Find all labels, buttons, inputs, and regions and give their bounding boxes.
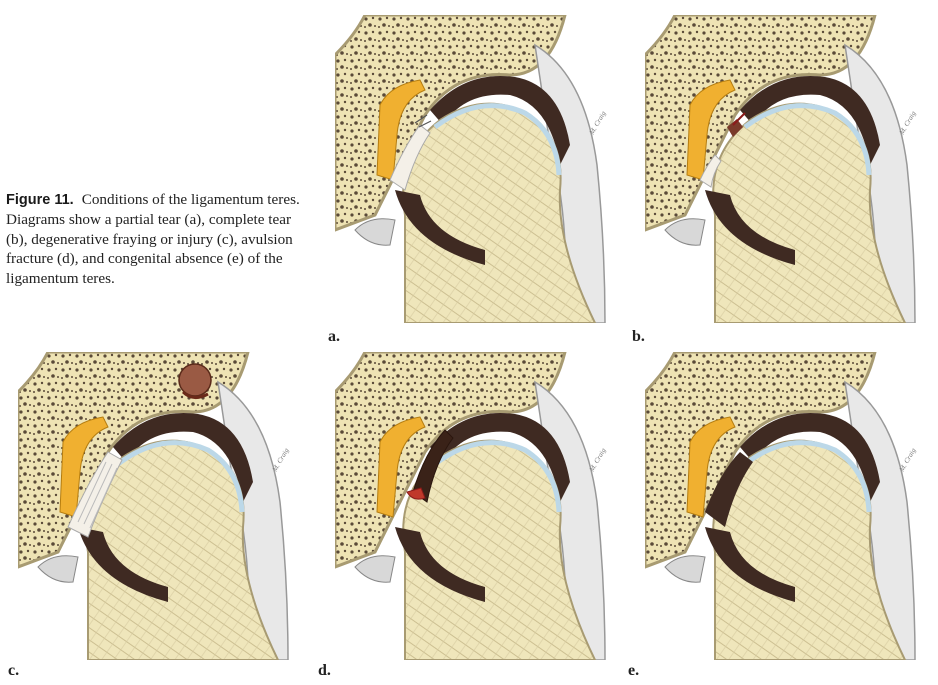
panel-e: M. Craig — [645, 352, 936, 660]
panel-a: M. Craig — [335, 15, 626, 323]
panel-label-d: d. — [318, 662, 331, 679]
panel-b: M. Craig — [645, 15, 936, 323]
hip-diagram-avulsion-fracture: M. Craig — [335, 352, 626, 660]
hip-diagram-congenital-absence: M. Craig — [645, 352, 936, 660]
hip-diagram-complete-tear: M. Craig — [645, 15, 936, 323]
panel-label-a: a. — [328, 328, 340, 345]
panel-label-b: b. — [632, 328, 645, 345]
panel-label-c: c. — [8, 662, 20, 679]
figure-title: Figure 11. — [6, 192, 74, 208]
panel-c: M. Craig — [18, 352, 309, 660]
panel-label-e: e. — [628, 662, 640, 679]
panel-d: M. Craig — [335, 352, 626, 660]
hip-diagram-partial-tear: M. Craig — [335, 15, 626, 323]
hip-diagram-degenerative-fraying: M. Craig — [18, 352, 309, 660]
figure-caption: Figure 11.Conditions of the ligamentum t… — [6, 190, 306, 288]
caption-text: Conditions of the ligamentum teres. Diag… — [6, 191, 300, 287]
